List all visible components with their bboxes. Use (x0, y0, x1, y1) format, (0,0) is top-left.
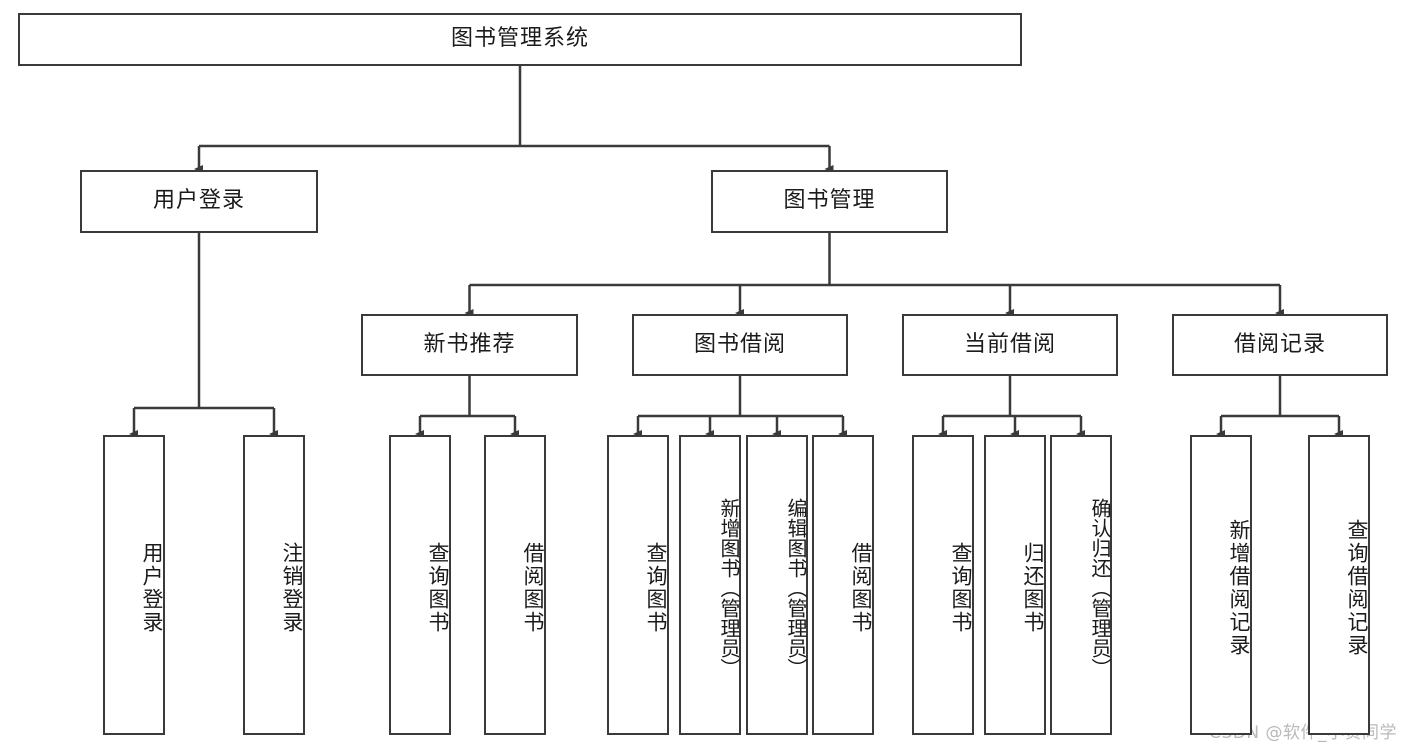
node-leaf-borrow-book-rec: 借阅图书 (484, 435, 546, 735)
node-leaf-user-login: 用户登录 (103, 435, 165, 735)
node-leaf-add-record: 新增借阅记录 (1190, 435, 1252, 735)
node-leaf-query-book-cb: 查询图书 (912, 435, 974, 735)
node-leaf-query-book-br: 查询图书 (607, 435, 669, 735)
node-root: 图书管理系统 (18, 13, 1022, 66)
node-book-manage: 图书管理 (711, 170, 948, 233)
node-leaf-confirm-return: 确认归还（管理员） (1050, 435, 1112, 735)
node-leaf-edit-book: 编辑图书（管理员） (746, 435, 808, 735)
node-current-borrow: 当前借阅 (902, 314, 1118, 376)
node-leaf-add-book: 新增图书（管理员） (679, 435, 741, 735)
node-leaf-query-book-rec: 查询图书 (389, 435, 451, 735)
node-new-book-rec: 新书推荐 (361, 314, 578, 376)
node-leaf-logout: 注销登录 (243, 435, 305, 735)
node-leaf-return-book: 归还图书 (984, 435, 1046, 735)
node-leaf-borrow-book-br: 借阅图书 (812, 435, 874, 735)
node-user-login: 用户登录 (80, 170, 318, 233)
node-leaf-query-record: 查询借阅记录 (1308, 435, 1370, 735)
node-book-borrow: 图书借阅 (632, 314, 848, 376)
node-borrow-record: 借阅记录 (1172, 314, 1388, 376)
